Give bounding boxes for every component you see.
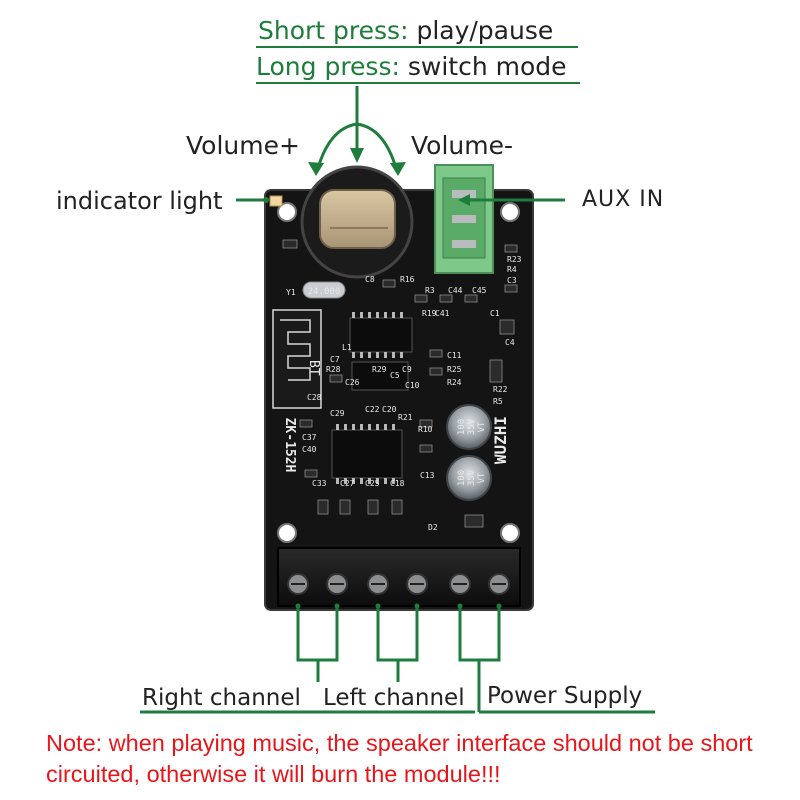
mount-hole [500,202,520,222]
short-press-value: play/pause [408,16,554,45]
svg-text:C10: C10 [405,381,420,390]
svg-text:C29: C29 [330,409,345,418]
svg-text:R19: R19 [422,309,437,318]
short-press-key: Short press: [258,16,409,45]
svg-text:C26: C26 [345,378,360,387]
svg-text:C20: C20 [382,405,397,414]
volume-up-label: Volume+ [186,131,300,160]
svg-text:C41: C41 [435,309,450,318]
smd-components [282,239,518,528]
brand-label: WUZHI [491,416,510,464]
svg-text:R21: R21 [398,413,413,422]
svg-text:C27: C27 [340,479,355,488]
right-channel-label: Right channel [142,685,301,711]
silkscreen-designators: C8 R16 Y1 R3 C44 C45 C3 R23 R4 C41 R19 C… [286,255,522,532]
ic-chip [349,317,413,353]
svg-text:R3: R3 [425,286,435,295]
svg-text:R29: R29 [372,365,387,374]
svg-text:C18: C18 [390,479,405,488]
short-press-label: Short press: play/pause [258,16,553,45]
encoder-knob [319,189,396,249]
model-label: ZK-152H [282,418,297,473]
svg-text:C45: C45 [472,286,487,295]
cap1-series: VT [477,421,487,432]
svg-text:R16: R16 [400,275,415,284]
aux-in-label: AUX IN [582,187,665,212]
indicator-led [269,195,283,207]
mount-hole [277,523,297,543]
svg-text:C7: C7 [330,355,340,364]
ic-chip [351,361,409,391]
terminal-block [277,547,521,607]
svg-text:C9: C9 [402,365,412,374]
svg-text:C44: C44 [448,286,463,295]
svg-text:R4: R4 [507,265,517,274]
arrowheads [263,148,502,609]
callout-lines [140,86,655,714]
svg-text:C8: C8 [365,275,375,284]
svg-text:R5: R5 [493,397,503,406]
indicator-light-label: indicator light [56,187,223,215]
svg-text:C37: C37 [302,433,317,442]
svg-text:C4: C4 [505,338,515,347]
cap1-value: 100 [457,419,467,435]
long-press-key: Long press: [256,52,400,81]
power-supply-label: Power Supply [487,683,643,709]
cap2-value: 100 [457,470,467,486]
svg-text:R23: R23 [507,255,522,264]
long-press-value: switch mode [399,52,567,81]
capacitor-2 [446,455,492,501]
cap2-voltage: 35V [467,469,477,486]
bt-antenna [272,309,322,409]
svg-text:C5: C5 [390,371,400,380]
svg-text:C22: C22 [365,405,380,414]
volume-down-label: Volume- [411,131,514,160]
svg-text:C1: C1 [490,309,500,318]
svg-text:R24: R24 [447,378,462,387]
bt-label: BT [306,360,321,376]
svg-text:C33: C33 [312,479,327,488]
crystal [302,281,346,299]
svg-text:C25: C25 [365,479,380,488]
long-press-label: Long press: switch mode [256,52,567,81]
mount-hole [277,202,297,222]
crystal-label: 24.000 [308,287,341,297]
svg-text:R28: R28 [326,365,341,374]
svg-text:R22: R22 [493,385,508,394]
svg-text:C3: C3 [507,276,517,285]
mount-hole [500,523,520,543]
svg-text:C13: C13 [420,471,435,480]
svg-text:C11: C11 [447,351,462,360]
svg-text:R25: R25 [447,365,462,374]
terminal-screws [287,573,510,595]
cap1-voltage: 35V [467,418,477,435]
svg-text:D2: D2 [428,523,438,532]
svg-text:R10: R10 [418,425,433,434]
svg-text:L1: L1 [342,343,352,352]
cap2-series: VT [477,472,487,483]
warning-note: Note: when playing music, the speaker in… [46,730,753,787]
svg-text:Y1: Y1 [286,288,296,297]
amp-ic [331,429,403,479]
capacitor-1 [446,404,492,450]
svg-text:C40: C40 [302,445,317,454]
left-channel-label: Left channel [323,685,465,711]
svg-text:C28: C28 [307,393,322,402]
